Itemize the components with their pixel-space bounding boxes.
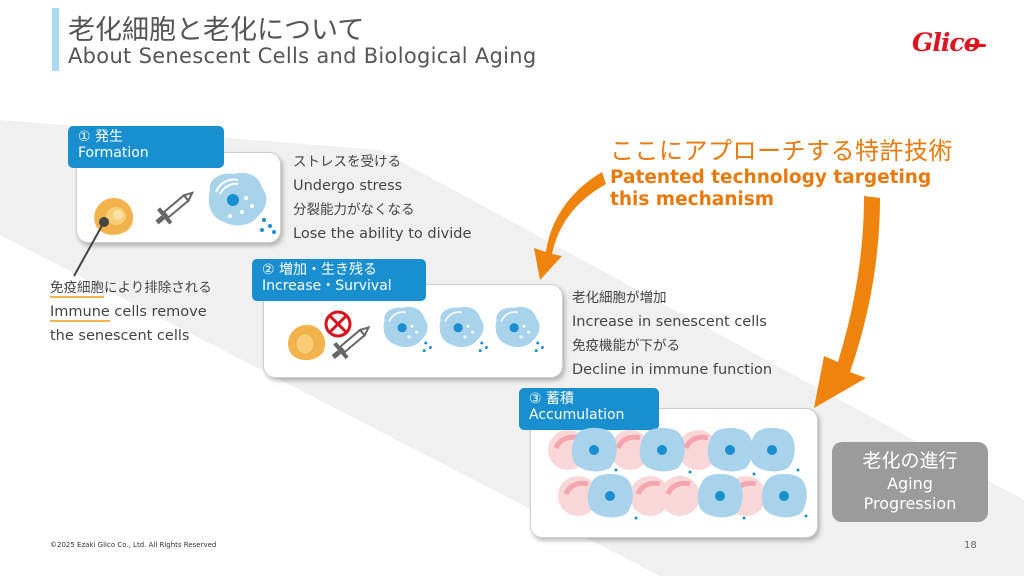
- senescent-cell-icon: [383, 306, 432, 353]
- arrow-to-increase-stage-icon: [534, 172, 606, 280]
- glico-logo: Glico: [912, 28, 980, 57]
- stage-increase-tag-jp: ② 増加・生き残る: [262, 262, 378, 278]
- immune-cells-jp-underlined: 免疫細胞: [50, 280, 104, 298]
- desc-line: Increase in senescent cells: [572, 314, 767, 330]
- desc-line: 分裂能力がなくなる: [293, 202, 415, 218]
- aging-en-2: Progression: [863, 494, 957, 513]
- patent-title-en-2: this mechanism: [610, 189, 775, 210]
- immune-note-jp-rest: により排除される: [104, 280, 212, 296]
- desc-line: 免疫機能が下がる: [572, 338, 680, 354]
- senescent-cell-icon: [439, 306, 488, 353]
- stage-accumulation-tag-jp: ③ 蓄積: [529, 391, 575, 407]
- desc-line: Undergo stress: [293, 178, 403, 194]
- stage-accumulation-tag-en: Accumulation: [529, 407, 625, 423]
- immune-removal-note: 免疫細胞により排除される Immune cells remove the sen…: [50, 276, 212, 348]
- desc-line: ストレスを受ける: [293, 154, 401, 170]
- aging-jp: 老化の進行: [862, 450, 958, 472]
- stage-accumulation-tag: ③ 蓄積 Accumulation: [519, 388, 659, 430]
- aging-progression-badge: 老化の進行 Aging Progression: [832, 442, 988, 522]
- accumulated-cells-cluster: [548, 427, 808, 520]
- desc-line: Lose the ability to divide: [293, 226, 472, 242]
- patent-title-en-1: Patented technology targeting: [610, 167, 932, 188]
- page-title-en: About Senescent Cells and Biological Agi…: [68, 44, 537, 68]
- stage-increase-tag-en: Increase・Survival: [262, 278, 392, 294]
- title-accent-bar: [52, 8, 59, 71]
- stage-increase-description: 老化細胞が増加 Increase in senescent cells 免疫機能…: [572, 286, 772, 382]
- stage-formation-tag-jp: ① 発生: [78, 129, 124, 145]
- arrow-to-accumulation-stage-icon: [814, 196, 880, 408]
- desc-line: 老化細胞が増加: [572, 290, 667, 306]
- blocked-sword-icon: [324, 310, 371, 360]
- stage-formation-tag: ① 発生 Formation: [68, 126, 224, 168]
- sword-icon: [155, 191, 195, 225]
- copyright-notice: ©2025 Ezaki Glico Co., Ltd. All Rights R…: [50, 541, 217, 549]
- stage-formation-tag-en: Formation: [78, 145, 149, 161]
- page-title-jp: 老化細胞と老化について: [68, 15, 365, 46]
- pointer-line-icon: [73, 217, 109, 277]
- immune-note-en-line2: the senescent cells: [50, 328, 190, 344]
- patented-technology-callout: ここにアプローチする特許技術 Patented technology targe…: [610, 135, 953, 211]
- immune-en-underlined: Immune: [50, 304, 110, 322]
- stage-formation-description: ストレスを受ける Undergo stress 分裂能力がなくなる Lose t…: [293, 150, 471, 246]
- page-number: 18: [964, 540, 977, 551]
- immune-cell-icon: [288, 324, 326, 361]
- senescent-cell-icon: [208, 172, 276, 234]
- stage-increase-tag: ② 増加・生き残る Increase・Survival: [252, 259, 426, 301]
- desc-line: Decline in immune function: [572, 362, 773, 378]
- logo-swash: [966, 44, 986, 47]
- immune-note-en-rest: cells remove: [109, 304, 207, 320]
- aging-en-1: Aging: [887, 474, 933, 493]
- patent-title-jp: ここにアプローチする特許技術: [610, 137, 953, 165]
- senescent-cell-icon: [495, 306, 544, 353]
